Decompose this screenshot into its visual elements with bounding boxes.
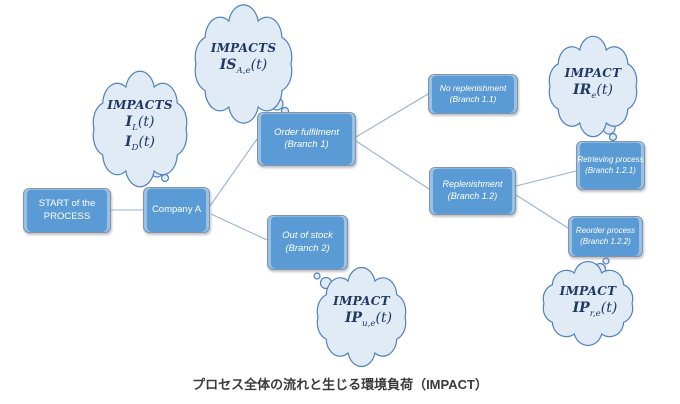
cloud-title: IMPACT [559, 284, 617, 298]
start-box-label-1: START of the [38, 198, 96, 210]
reorder-process-label-1: Reorder process [575, 226, 636, 236]
company-impacts-cloud-text: IMPACTS IL(t) ID(t) [94, 98, 186, 153]
impact-formula: ISA,e(t) [219, 56, 268, 76]
replenishment-label-1: Replenishment [442, 179, 503, 190]
bubble-tail-icon [313, 272, 321, 280]
connector-company-outofstock [210, 213, 268, 241]
connector-replenishment-reorder [515, 194, 569, 229]
order-fulfilment-label-1: Order fulfilment [274, 126, 339, 138]
bubble-tail-icon [160, 173, 170, 183]
start-box-label-2: PROCESS [43, 210, 91, 222]
start-box: START of the PROCESS [23, 188, 111, 233]
no-replenishment-label-1: No replenishment [439, 82, 507, 93]
retrieving-impact-cloud-text: IMPACT IRe(t) [550, 66, 636, 101]
out-of-stock-label-2: (Branch 2) [285, 242, 330, 254]
no-replenishment-label-2: (Branch 1.1) [449, 94, 497, 104]
connector-company-order [209, 138, 258, 207]
company-a-box: Company A [143, 187, 210, 233]
order-fulfilment-box: Order fulfilment (Branch 1) [257, 112, 356, 166]
retrieving-process-label-2: (Branch 1.2.1) [585, 165, 636, 175]
connector-order-replenishment [355, 140, 430, 190]
thought-bubble-tails [150, 97, 618, 290]
reorder-process-box: Reorder process (Branch 1.2.2) [568, 216, 643, 257]
bubble-tail-icon [602, 257, 610, 265]
figure-caption: プロセス全体の流れと生じる環境負荷（IMPACT） [192, 377, 488, 392]
reorder-impact-cloud-text: IMPACT IPr,e(t) [544, 284, 632, 319]
retrieving-process-label-1: Retrieving process [577, 155, 644, 165]
cloud-title: IMPACT [564, 66, 622, 80]
retrieving-process-box: Retrieving process (Branch 1.2.1) [576, 141, 645, 190]
impact-formula: IRe(t) [573, 81, 613, 101]
out-of-stock-impact-cloud-text: IMPACT IPu,e(t) [318, 294, 405, 329]
connectors [111, 93, 577, 241]
out-of-stock-label-1: Out of stock [282, 230, 333, 242]
cloud-title: IMPACTS [210, 41, 277, 55]
replenishment-label-2: (Branch 1.2) [447, 191, 498, 201]
connector-order-noreplenishment [355, 93, 429, 138]
order-fulfilment-label-2: (Branch 1) [284, 139, 329, 150]
bubble-tail-icon [608, 132, 618, 142]
cloud-title: IMPACTS [107, 98, 173, 112]
connector-replenishment-retrieving [515, 170, 577, 187]
impact-formula: IPr,e(t) [572, 299, 618, 319]
no-replenishment-box: No replenishment (Branch 1.1) [428, 74, 518, 114]
impact-formula: ID(t) [124, 133, 156, 153]
company-a-label: Company A [151, 203, 202, 215]
replenishment-box: Replenishment (Branch 1.2) [429, 167, 516, 215]
order-impacts-cloud-text: IMPACTS ISA,e(t) [196, 41, 291, 76]
out-of-stock-box: Out of stock (Branch 2) [267, 215, 348, 270]
cloud-title: IMPACT [333, 294, 390, 308]
impact-formula: IPu,e(t) [344, 309, 393, 329]
reorder-process-label-2: (Branch 1.2.2) [580, 236, 631, 246]
impact-formula: IL(t) [125, 113, 155, 133]
